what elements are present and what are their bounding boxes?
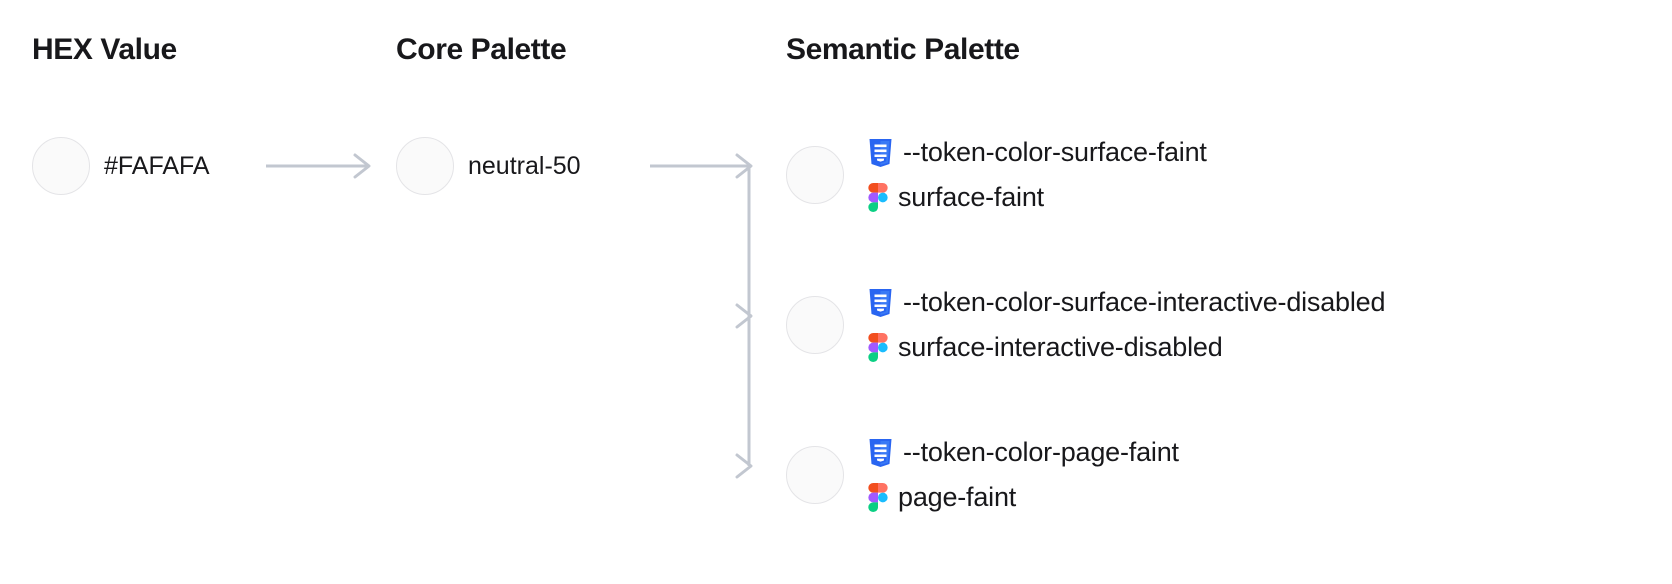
arrow-hex-to-core <box>266 153 371 179</box>
figma-token-name: surface-interactive-disabled <box>898 332 1223 362</box>
semantic-color-swatch[interactable] <box>786 296 844 354</box>
css3-icon <box>869 138 892 167</box>
core-palette-row: neutral-50 <box>396 137 581 195</box>
arrow-core-to-semantic-branch <box>650 153 753 479</box>
css-token-name: --token-color-page-faint <box>903 437 1179 467</box>
hex-value-row: #FAFAFA <box>32 137 210 195</box>
column-header-core: Core Palette <box>396 33 567 66</box>
core-color-swatch[interactable] <box>396 137 454 195</box>
css-token-line: --token-color-surface-faint <box>868 137 1207 168</box>
figma-icon <box>868 183 888 212</box>
figma-icon <box>868 483 888 512</box>
column-headers: HEX Value Core Palette Semantic Palette <box>0 0 1672 110</box>
figma-token-line: surface-faint <box>868 182 1207 213</box>
column-header-hex: HEX Value <box>32 33 177 66</box>
column-header-semantic: Semantic Palette <box>786 33 1020 66</box>
semantic-row: --token-color-surface-faint surface-fain… <box>786 137 1207 213</box>
hex-value-label: #FAFAFA <box>104 151 210 180</box>
semantic-token-labels: --token-color-page-faint page-faint <box>868 437 1179 513</box>
figma-token-line: surface-interactive-disabled <box>868 332 1385 363</box>
css-token-line: --token-color-page-faint <box>868 437 1179 468</box>
semantic-token-labels: --token-color-surface-faint surface-fain… <box>868 137 1207 213</box>
css-token-name: --token-color-surface-faint <box>903 137 1207 167</box>
figma-token-name: surface-faint <box>898 182 1044 212</box>
semantic-row: --token-color-page-faint page-faint <box>786 437 1179 513</box>
core-palette-label: neutral-50 <box>468 151 581 180</box>
css3-icon <box>869 288 892 317</box>
hex-color-swatch[interactable] <box>32 137 90 195</box>
css-token-line: --token-color-surface-interactive-disabl… <box>868 287 1385 318</box>
figma-token-name: page-faint <box>898 482 1017 512</box>
semantic-color-swatch[interactable] <box>786 446 844 504</box>
semantic-color-swatch[interactable] <box>786 146 844 204</box>
figma-icon <box>868 333 888 362</box>
semantic-row: --token-color-surface-interactive-disabl… <box>786 287 1385 363</box>
figma-token-line: page-faint <box>868 482 1179 513</box>
css3-icon <box>869 438 892 467</box>
semantic-token-labels: --token-color-surface-interactive-disabl… <box>868 287 1385 363</box>
css-token-name: --token-color-surface-interactive-disabl… <box>903 287 1386 317</box>
